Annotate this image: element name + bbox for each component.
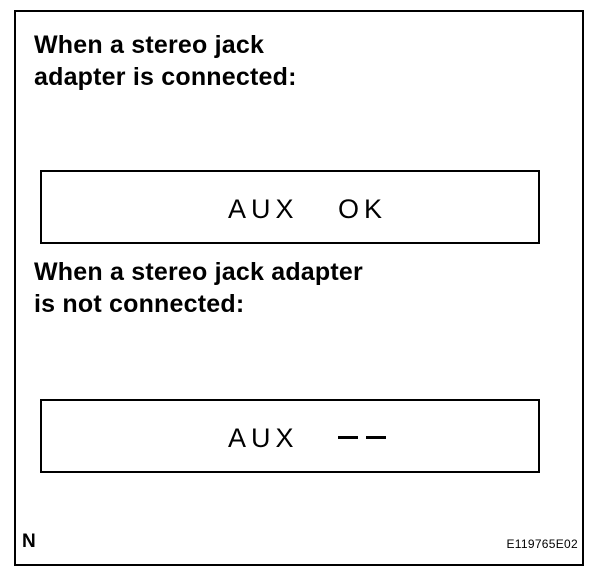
caption-connected: When a stereo jack adapter is connected: [34,31,297,91]
display-not-connected: AUX [40,399,540,473]
display-not-connected-source: AUX [228,423,299,453]
corner-label: N [22,531,36,552]
display-not-connected-status [338,436,388,439]
display-connected: AUX OK [40,170,540,244]
caption-not-connected: When a stereo jack adapter is not connec… [34,258,363,318]
dash-mark-1 [338,436,358,439]
display-connected-source: AUX [228,194,299,224]
figure-id: E119765E02 [506,537,578,551]
dash-mark-2 [366,436,386,439]
display-connected-status: OK [338,194,388,224]
figure-frame [14,10,584,566]
